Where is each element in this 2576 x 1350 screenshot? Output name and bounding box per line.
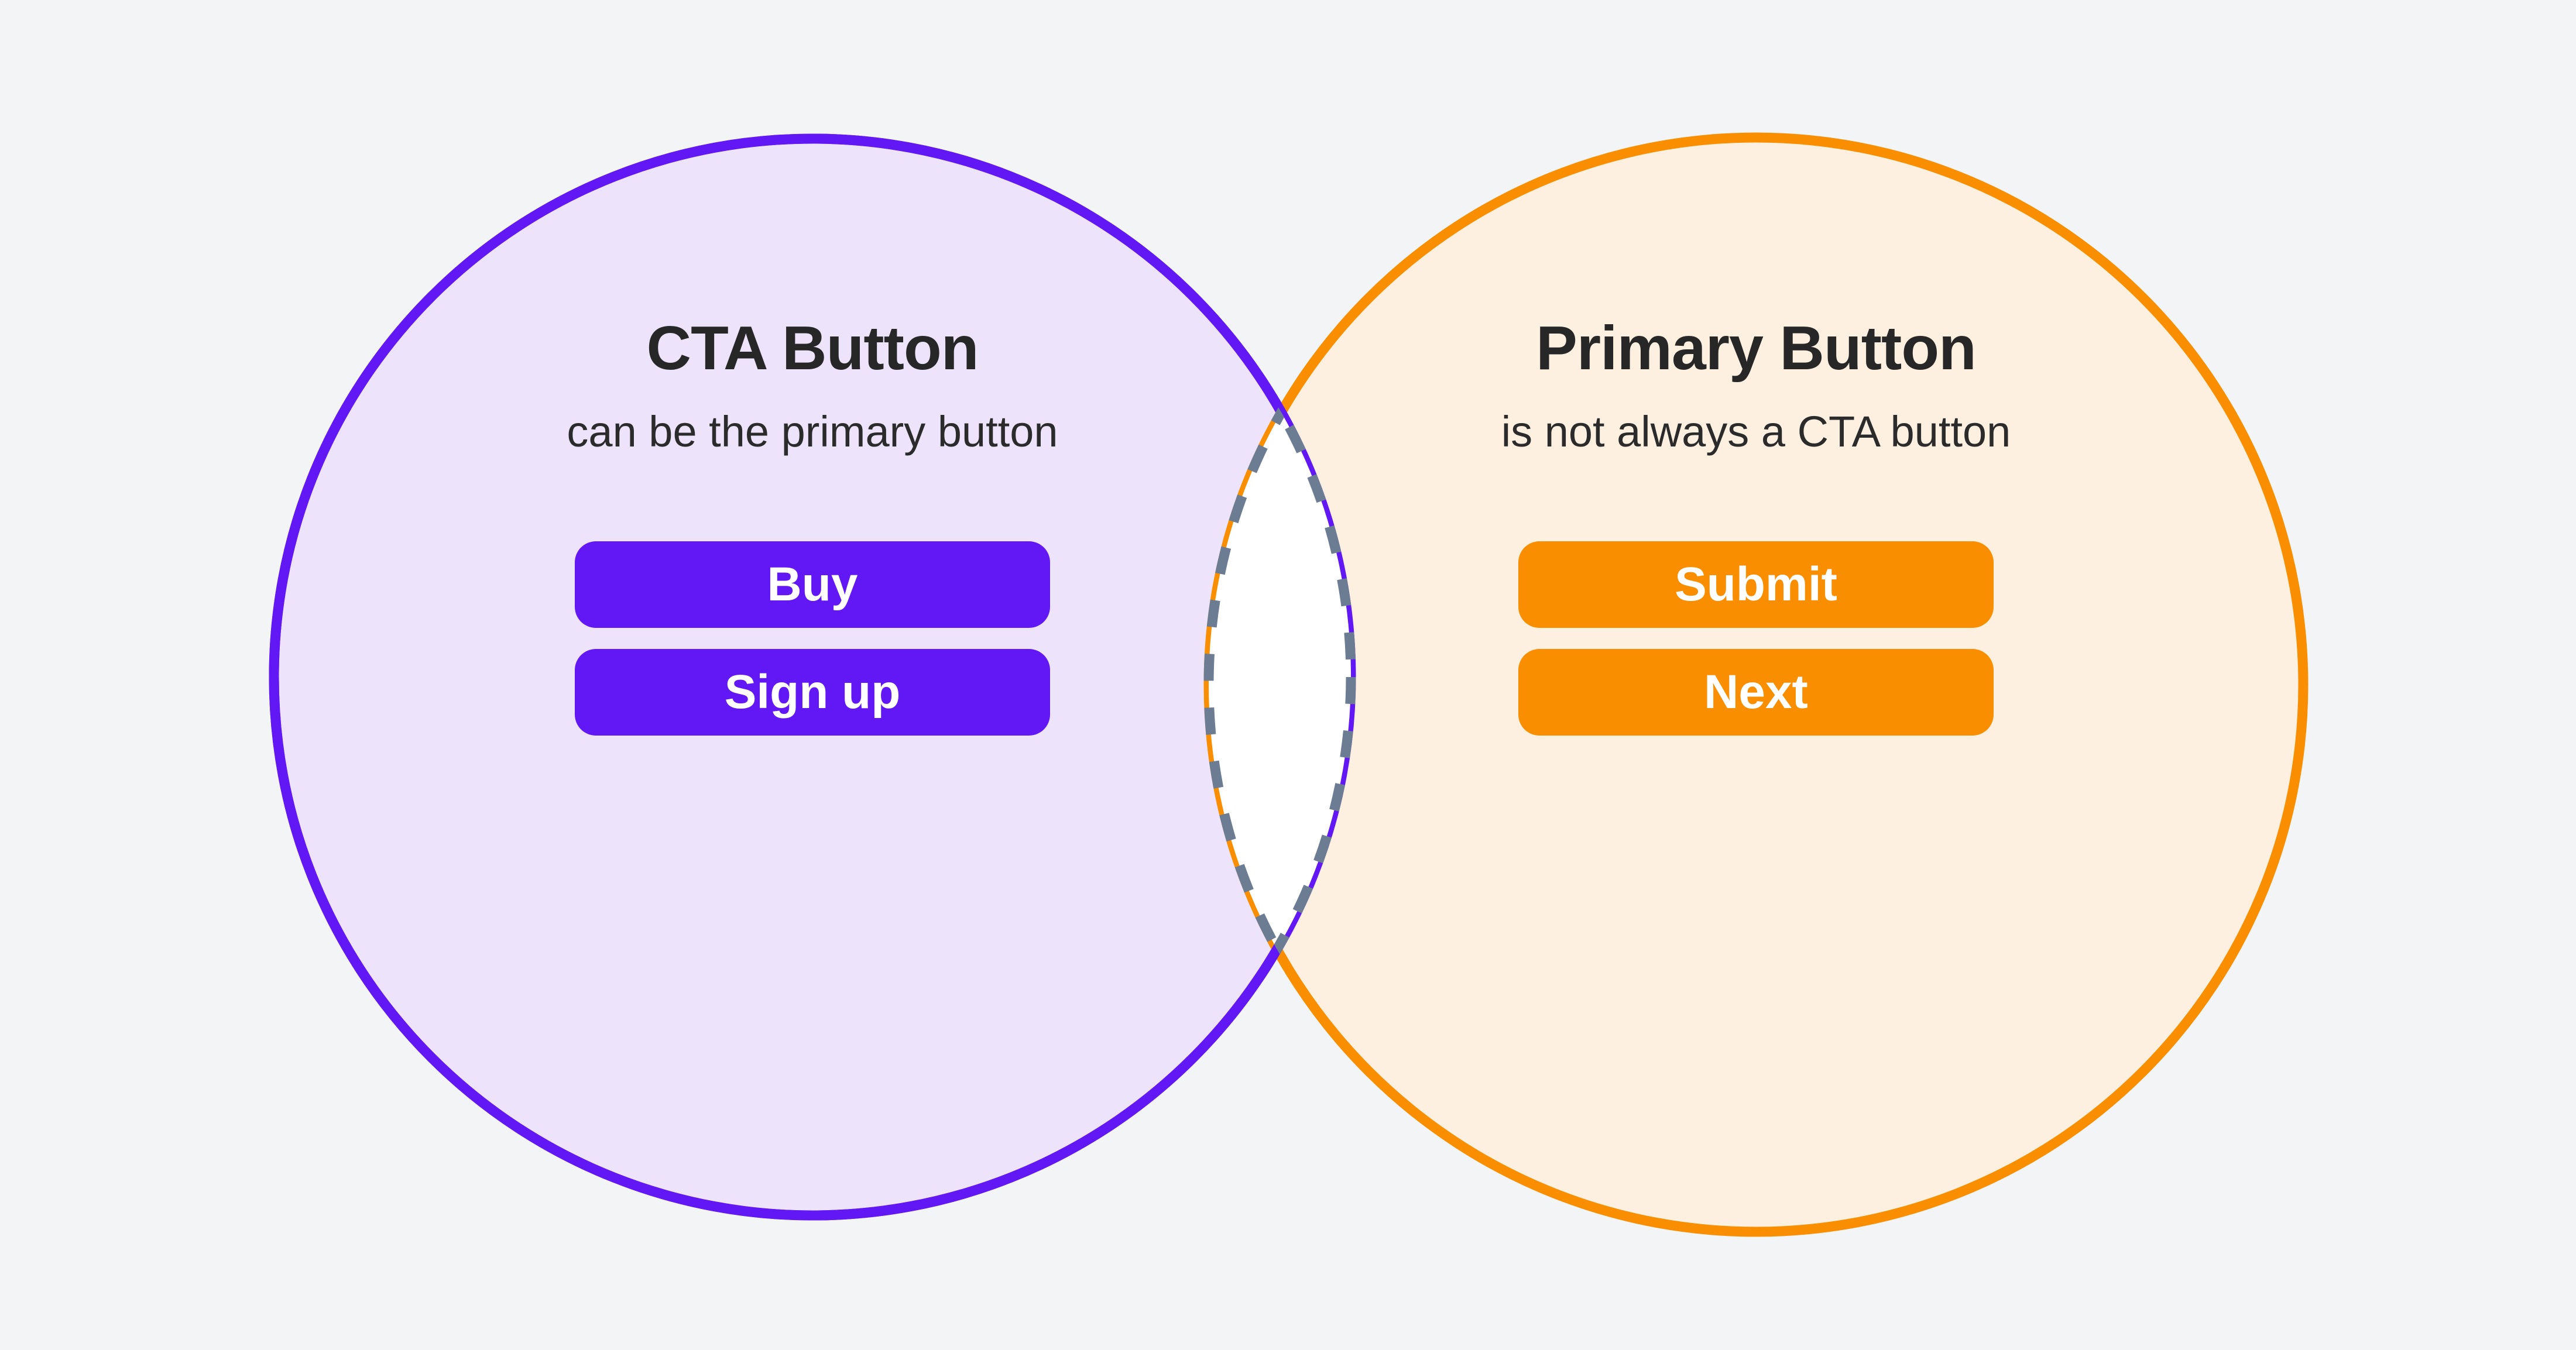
set-content-cta-button: CTA Button can be the primary button Buy… [274, 314, 1351, 736]
set-subtitle-primary-button: is not always a CTA button [1501, 407, 2011, 456]
intersection-dashed-outline-left-arc [1209, 138, 1356, 1221]
set-content-primary-button: Primary Button is not always a CTA butto… [1209, 314, 2303, 736]
set-title-cta-button: CTA Button [646, 314, 979, 383]
set-title-primary-button: Primary Button [1536, 314, 1977, 383]
button-stack-primary-button: Submit Next [1209, 541, 2303, 736]
button-stack-cta-button: Buy Sign up [274, 541, 1351, 736]
sign-up-button[interactable]: Sign up [575, 648, 1050, 736]
submit-button[interactable]: Submit [1518, 541, 1994, 628]
next-button[interactable]: Next [1518, 648, 1994, 736]
buy-button[interactable]: Buy [575, 541, 1050, 628]
set-subtitle-cta-button: can be the primary button [567, 407, 1058, 456]
